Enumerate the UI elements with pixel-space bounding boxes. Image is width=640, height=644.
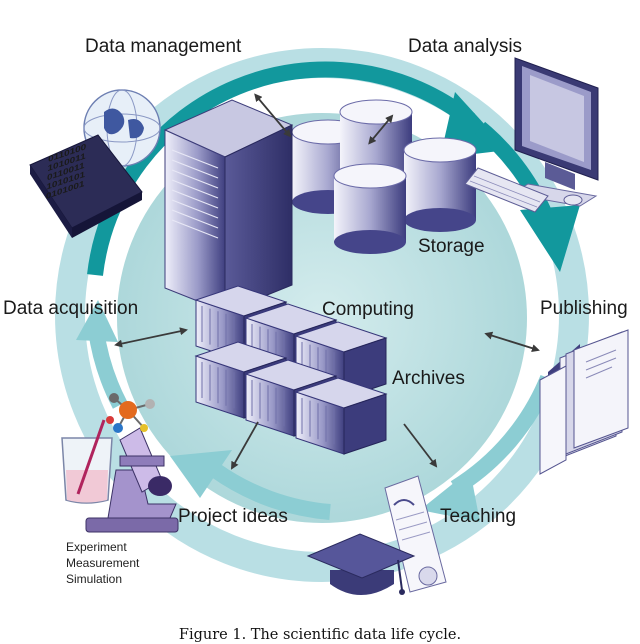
- label-data-acquisition: Data acquisition: [3, 298, 138, 319]
- label-measurement: Measurement: [66, 556, 140, 570]
- molecule-icon: [106, 393, 155, 433]
- server-tower-icon: [163, 99, 294, 313]
- books-icon: [539, 329, 629, 475]
- cycle-arrow-bottom-right-head: [420, 470, 480, 522]
- certificate-icon: [384, 475, 447, 593]
- cycle-arrow-bottom: [210, 463, 331, 520]
- label-storage: Storage: [418, 236, 485, 257]
- label-computing: Computing: [322, 299, 414, 320]
- label-project-ideas: Project ideas: [178, 506, 288, 527]
- computer-monitor-icon: [510, 57, 599, 207]
- mouse-icon: [563, 194, 583, 206]
- label-archives: Archives: [392, 368, 465, 389]
- archive-box-icon: [194, 285, 388, 455]
- label-data-analysis: Data analysis: [408, 36, 522, 57]
- microscope-icon: [85, 427, 179, 533]
- label-experiment: Experiment: [66, 540, 127, 554]
- connector-arrows: [114, 93, 540, 470]
- cycle-arrow-bottom-head: [170, 450, 232, 498]
- archive-box: [294, 377, 388, 455]
- graduation-cap-icon: [306, 533, 416, 595]
- cycle-arrow-left-head: [76, 300, 118, 342]
- keyboard-icon: [464, 167, 549, 213]
- label-simulation: Simulation: [66, 572, 122, 586]
- label-data-management: Data management: [85, 36, 242, 57]
- figure-caption: Figure 1. The scientific data life cycle…: [179, 627, 461, 643]
- beaker-icon: [61, 419, 113, 504]
- cycle-arrow-right-head: [520, 205, 580, 272]
- label-publishing: Publishing: [540, 298, 628, 319]
- label-teaching: Teaching: [440, 506, 516, 527]
- storage-cylinder-icon: [291, 99, 477, 254]
